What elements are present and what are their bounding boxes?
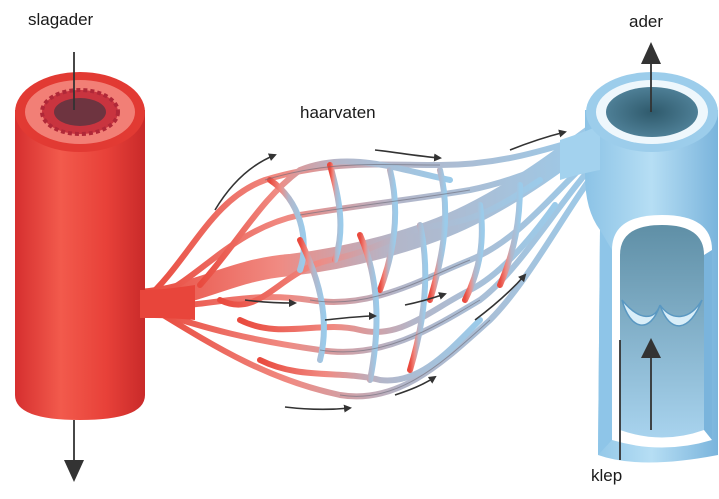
- vein-outflow-arrow: [641, 42, 661, 64]
- capillary-network: [140, 130, 604, 396]
- label-valve: klep: [591, 466, 622, 486]
- artery-vessel: [15, 72, 195, 420]
- artery-outflow-arrow: [64, 460, 84, 482]
- label-capillaries: haarvaten: [300, 103, 376, 123]
- label-artery: slagader: [28, 10, 93, 30]
- label-vein: ader: [629, 12, 663, 32]
